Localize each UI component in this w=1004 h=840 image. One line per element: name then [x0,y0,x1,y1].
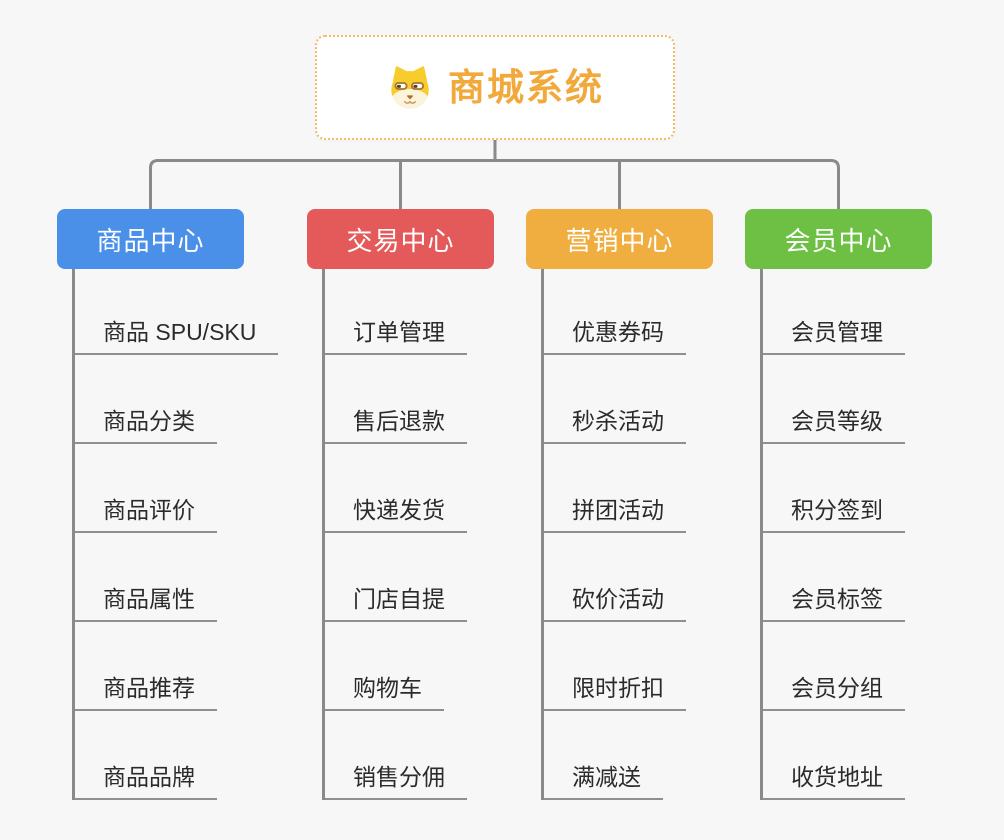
leaf-topic[interactable]: 商品推荐 [75,675,217,711]
leaf-item: 秒杀活动 [544,355,686,444]
leaf-topic[interactable]: 优惠券码 [544,319,686,355]
leaf-topic[interactable]: 商品评价 [75,497,217,533]
leaf-item: 会员管理 [763,269,905,355]
leaf-item: 满减送 [544,711,686,800]
leaf-topic[interactable]: 商品分类 [75,408,217,444]
leaf-item: 门店自提 [325,533,467,622]
leaf-topic[interactable]: 砍价活动 [544,586,686,622]
branch-children: 会员管理会员等级积分签到会员标签会员分组收货地址 [760,269,905,800]
branch-node[interactable]: 会员中心 [745,209,932,269]
leaf-item: 会员分组 [763,622,905,711]
leaf-topic[interactable]: 会员等级 [763,408,905,444]
leaf-topic[interactable]: 商品属性 [75,586,217,622]
leaf-topic[interactable]: 商品品牌 [75,764,217,800]
leaf-topic[interactable]: 会员标签 [763,586,905,622]
leaf-item: 商品评价 [75,444,278,533]
leaf-topic[interactable]: 拼团活动 [544,497,686,533]
leaf-topic[interactable]: 商品 SPU/SKU [75,319,279,355]
leaf-item: 拼团活动 [544,444,686,533]
leaf-item: 订单管理 [325,269,467,355]
leaf-topic[interactable]: 购物车 [325,675,444,711]
leaf-topic[interactable]: 销售分佣 [325,764,467,800]
leaf-topic[interactable]: 订单管理 [325,319,467,355]
leaf-item: 购物车 [325,622,467,711]
leaf-topic[interactable]: 门店自提 [325,586,467,622]
leaf-item: 限时折扣 [544,622,686,711]
root-topic[interactable]: 商城系统 [315,35,675,140]
root-title: 商城系统 [448,67,604,108]
leaf-topic[interactable]: 快递发货 [325,497,467,533]
leaf-item: 积分签到 [763,444,905,533]
leaf-item: 商品分类 [75,355,278,444]
leaf-topic[interactable]: 积分签到 [763,497,905,533]
leaf-topic[interactable]: 秒杀活动 [544,408,686,444]
branch-bus-line [149,159,840,209]
leaf-item: 商品属性 [75,533,278,622]
leaf-topic[interactable]: 会员管理 [763,319,905,355]
leaf-topic[interactable]: 收货地址 [763,764,905,800]
branch-children: 订单管理售后退款快递发货门店自提购物车销售分佣 [322,269,467,800]
branch-node[interactable]: 营销中心 [526,209,713,269]
leaf-topic[interactable]: 会员分组 [763,675,905,711]
branch-node[interactable]: 商品中心 [57,209,244,269]
leaf-topic[interactable]: 限时折扣 [544,675,686,711]
branch-children: 商品 SPU/SKU 商品分类商品评价商品属性商品推荐商品品牌 [72,269,279,800]
leaf-item: 会员标签 [763,533,905,622]
leaf-item: 快递发货 [325,444,467,533]
doge-icon [391,66,429,109]
leaf-item: 商品推荐 [75,622,278,711]
leaf-item: 销售分佣 [325,711,467,800]
leaf-topic[interactable]: 满减送 [544,764,663,800]
leaf-topic[interactable]: 售后退款 [325,408,467,444]
leaf-item: 售后退款 [325,355,467,444]
leaf-item: 商品品牌 [75,711,278,800]
leaf-item: 会员等级 [763,355,905,444]
leaf-item: 砍价活动 [544,533,686,622]
leaf-item: 优惠券码 [544,269,686,355]
leaf-item: 收货地址 [763,711,905,800]
branch-children: 优惠券码秒杀活动拼团活动砍价活动限时折扣满减送 [541,269,686,800]
branch-node[interactable]: 交易中心 [307,209,494,269]
leaf-item: 商品 SPU/SKU [75,269,279,355]
